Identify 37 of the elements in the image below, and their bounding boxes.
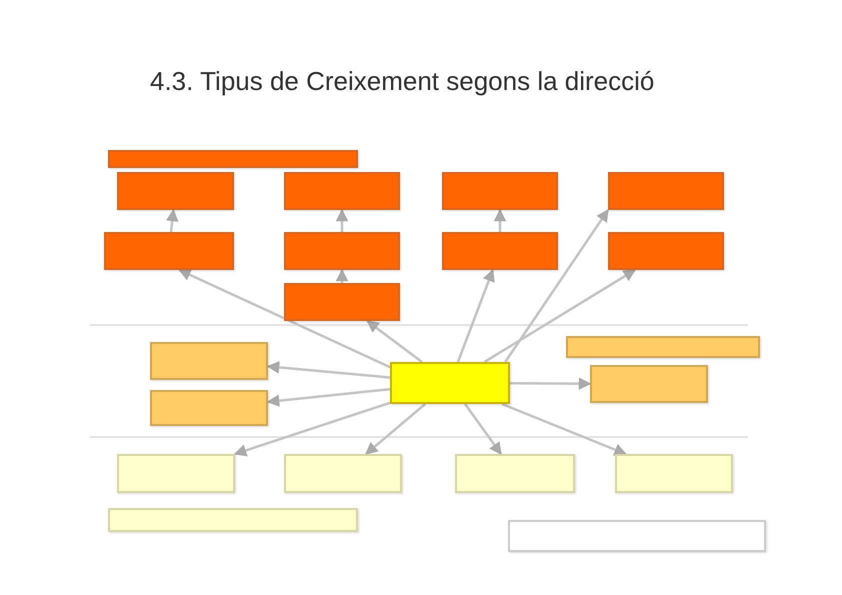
category-box xyxy=(150,342,268,380)
category-box xyxy=(284,454,402,493)
category-box xyxy=(108,150,358,168)
arrow xyxy=(266,388,390,407)
category-box xyxy=(608,172,724,210)
arrow xyxy=(365,403,426,455)
category-box xyxy=(117,172,234,210)
title: 4.3. Tipus de Creixement segons la direcció xyxy=(150,66,654,97)
arrow xyxy=(456,268,495,362)
category-box xyxy=(442,232,558,270)
arrow xyxy=(366,320,423,363)
arrow xyxy=(502,402,627,456)
arrow xyxy=(336,268,348,283)
arrow xyxy=(266,361,390,379)
category-box xyxy=(108,508,358,532)
category-box xyxy=(150,390,268,426)
arrow xyxy=(336,208,348,232)
category-box xyxy=(590,365,708,403)
category-box xyxy=(455,454,575,493)
note-box xyxy=(508,520,766,552)
arrow xyxy=(484,268,636,364)
category-box xyxy=(442,172,558,210)
category-box xyxy=(566,336,760,358)
arrow xyxy=(510,377,592,390)
category-box xyxy=(117,454,235,493)
category-box xyxy=(284,283,400,321)
arrow xyxy=(504,208,610,363)
category-box xyxy=(608,232,724,270)
arrow xyxy=(464,403,502,456)
category-box xyxy=(104,232,234,270)
central-box xyxy=(390,362,510,404)
arrow xyxy=(234,402,390,456)
category-box xyxy=(284,232,400,270)
category-box xyxy=(615,454,733,493)
arrow xyxy=(166,208,178,232)
category-box xyxy=(284,172,400,210)
arrow xyxy=(494,208,506,232)
